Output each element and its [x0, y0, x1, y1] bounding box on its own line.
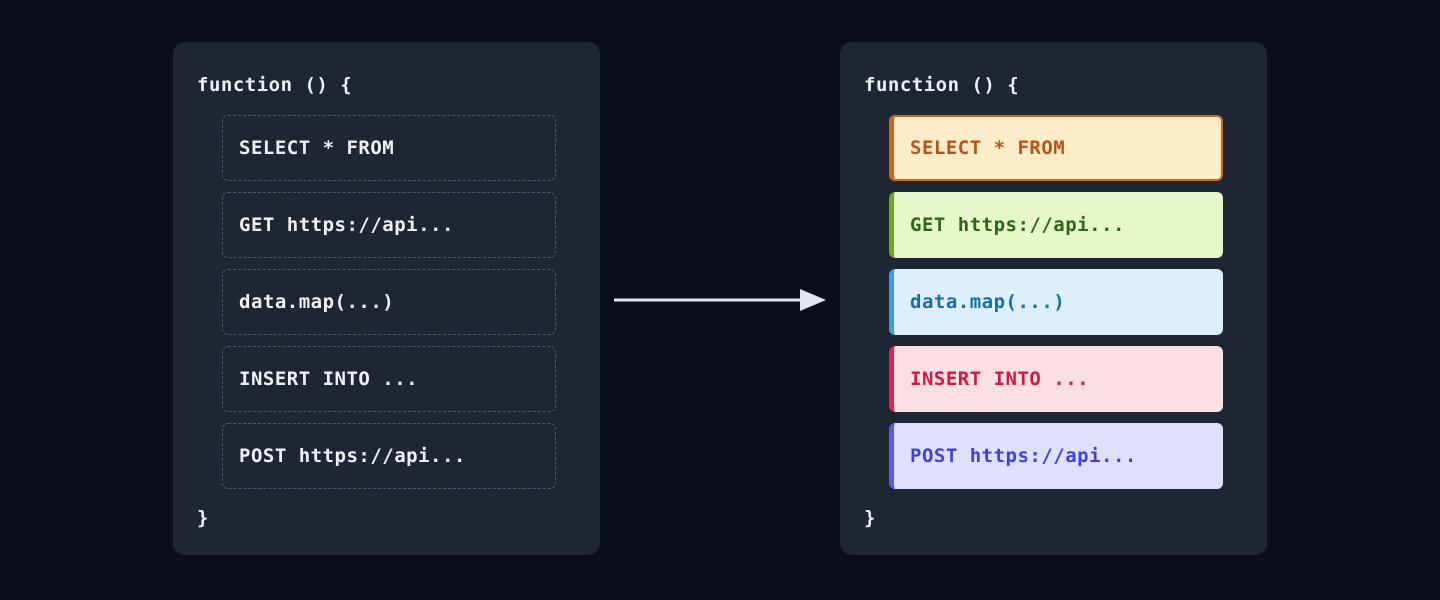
- statement-row[interactable]: GET https://api...: [889, 192, 1223, 258]
- statement-row[interactable]: data.map(...): [889, 269, 1223, 335]
- transform-arrow: [614, 286, 828, 314]
- statement-label: POST https://api...: [910, 445, 1137, 467]
- statement-label: POST https://api...: [239, 445, 466, 467]
- statement-label: INSERT INTO ...: [239, 368, 419, 390]
- statement-row[interactable]: SELECT * FROM: [222, 115, 556, 181]
- statement-label: GET https://api...: [239, 214, 454, 236]
- after-panel: function () { SELECT * FROM GET https://a…: [840, 42, 1267, 555]
- before-function-close: }: [197, 507, 209, 529]
- statement-label: INSERT INTO ...: [910, 368, 1090, 390]
- statement-label: SELECT * FROM: [239, 137, 395, 159]
- statement-label: SELECT * FROM: [910, 137, 1066, 159]
- statement-row[interactable]: data.map(...): [222, 269, 556, 335]
- after-function-open: function () {: [864, 74, 1020, 96]
- before-statement-list: SELECT * FROM GET https://api... data.map(…: [222, 115, 556, 489]
- statement-row[interactable]: SELECT * FROM: [889, 115, 1223, 181]
- statement-row[interactable]: INSERT INTO ...: [889, 346, 1223, 412]
- before-panel: function () { SELECT * FROM GET https://a…: [173, 42, 600, 555]
- after-function-close: }: [864, 507, 876, 529]
- after-statement-list: SELECT * FROM GET https://api... data.map(…: [889, 115, 1223, 489]
- arrow-right-icon: [614, 289, 826, 311]
- before-function-open: function () {: [197, 74, 353, 96]
- statement-label: GET https://api...: [910, 214, 1125, 236]
- statement-row[interactable]: POST https://api...: [222, 423, 556, 489]
- statement-row[interactable]: POST https://api...: [889, 423, 1223, 489]
- statement-row[interactable]: INSERT INTO ...: [222, 346, 556, 412]
- statement-label: data.map(...): [239, 291, 395, 313]
- statement-row[interactable]: GET https://api...: [222, 192, 556, 258]
- statement-label: data.map(...): [910, 291, 1066, 313]
